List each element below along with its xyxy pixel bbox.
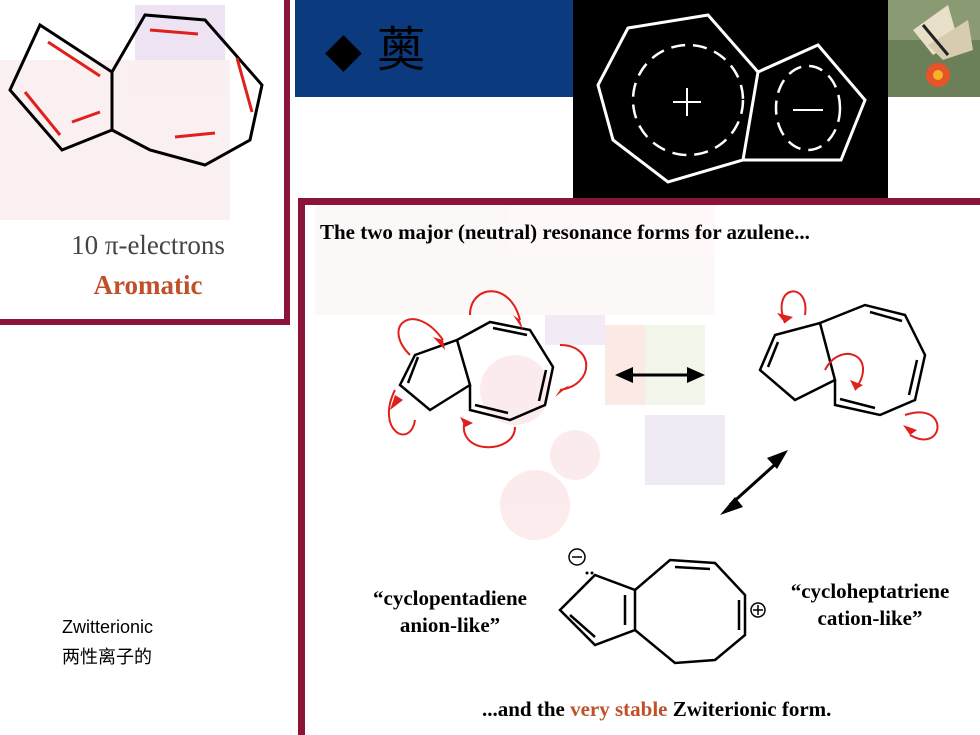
title-bar [295, 0, 575, 97]
side-note-english: Zwitterionic [62, 617, 154, 637]
butterfly-image [888, 0, 980, 97]
aromatic-panel [0, 0, 290, 325]
anion-label-line2: anion-like” [399, 613, 501, 637]
aromatic-label: Aromatic [93, 270, 203, 300]
cation-label-line1: “cycloheptatriene [790, 579, 950, 603]
azulene-form-1 [398, 320, 555, 422]
caption-pre: ...and the [482, 697, 571, 721]
anion-label: “cyclopentadiene anion-like” [340, 585, 560, 639]
azulene-zwitterion [558, 558, 747, 665]
cation-label: “cycloheptatriene cation-like” [760, 578, 980, 632]
caption-highlight: very stable [570, 697, 668, 721]
azulene-aromatic-structure [8, 13, 264, 167]
page-title: ◆ 薁 [325, 22, 426, 78]
azulene-form-2 [758, 303, 927, 417]
zwitterion-caption: ...and the very stable Zwiterionic form. [482, 697, 831, 722]
cation-label-line2: cation-like” [817, 606, 923, 630]
side-note-chinese: 两性离子的 [62, 647, 152, 668]
decor-pink [0, 60, 230, 220]
azulene-ion-structure [596, 13, 867, 184]
butterfly-photo [888, 0, 980, 97]
caption-post: Zwiterionic form. [667, 697, 832, 721]
azulene-ion-image [573, 0, 888, 200]
anion-label-line1: “cyclopentadiene [373, 586, 527, 610]
resonance-panel [298, 198, 980, 735]
resonance-diagram [315, 205, 939, 665]
pi-electrons-text: 10 π-electrons [71, 230, 225, 260]
resonance-heading: The two major (neutral) resonance forms … [320, 220, 810, 244]
